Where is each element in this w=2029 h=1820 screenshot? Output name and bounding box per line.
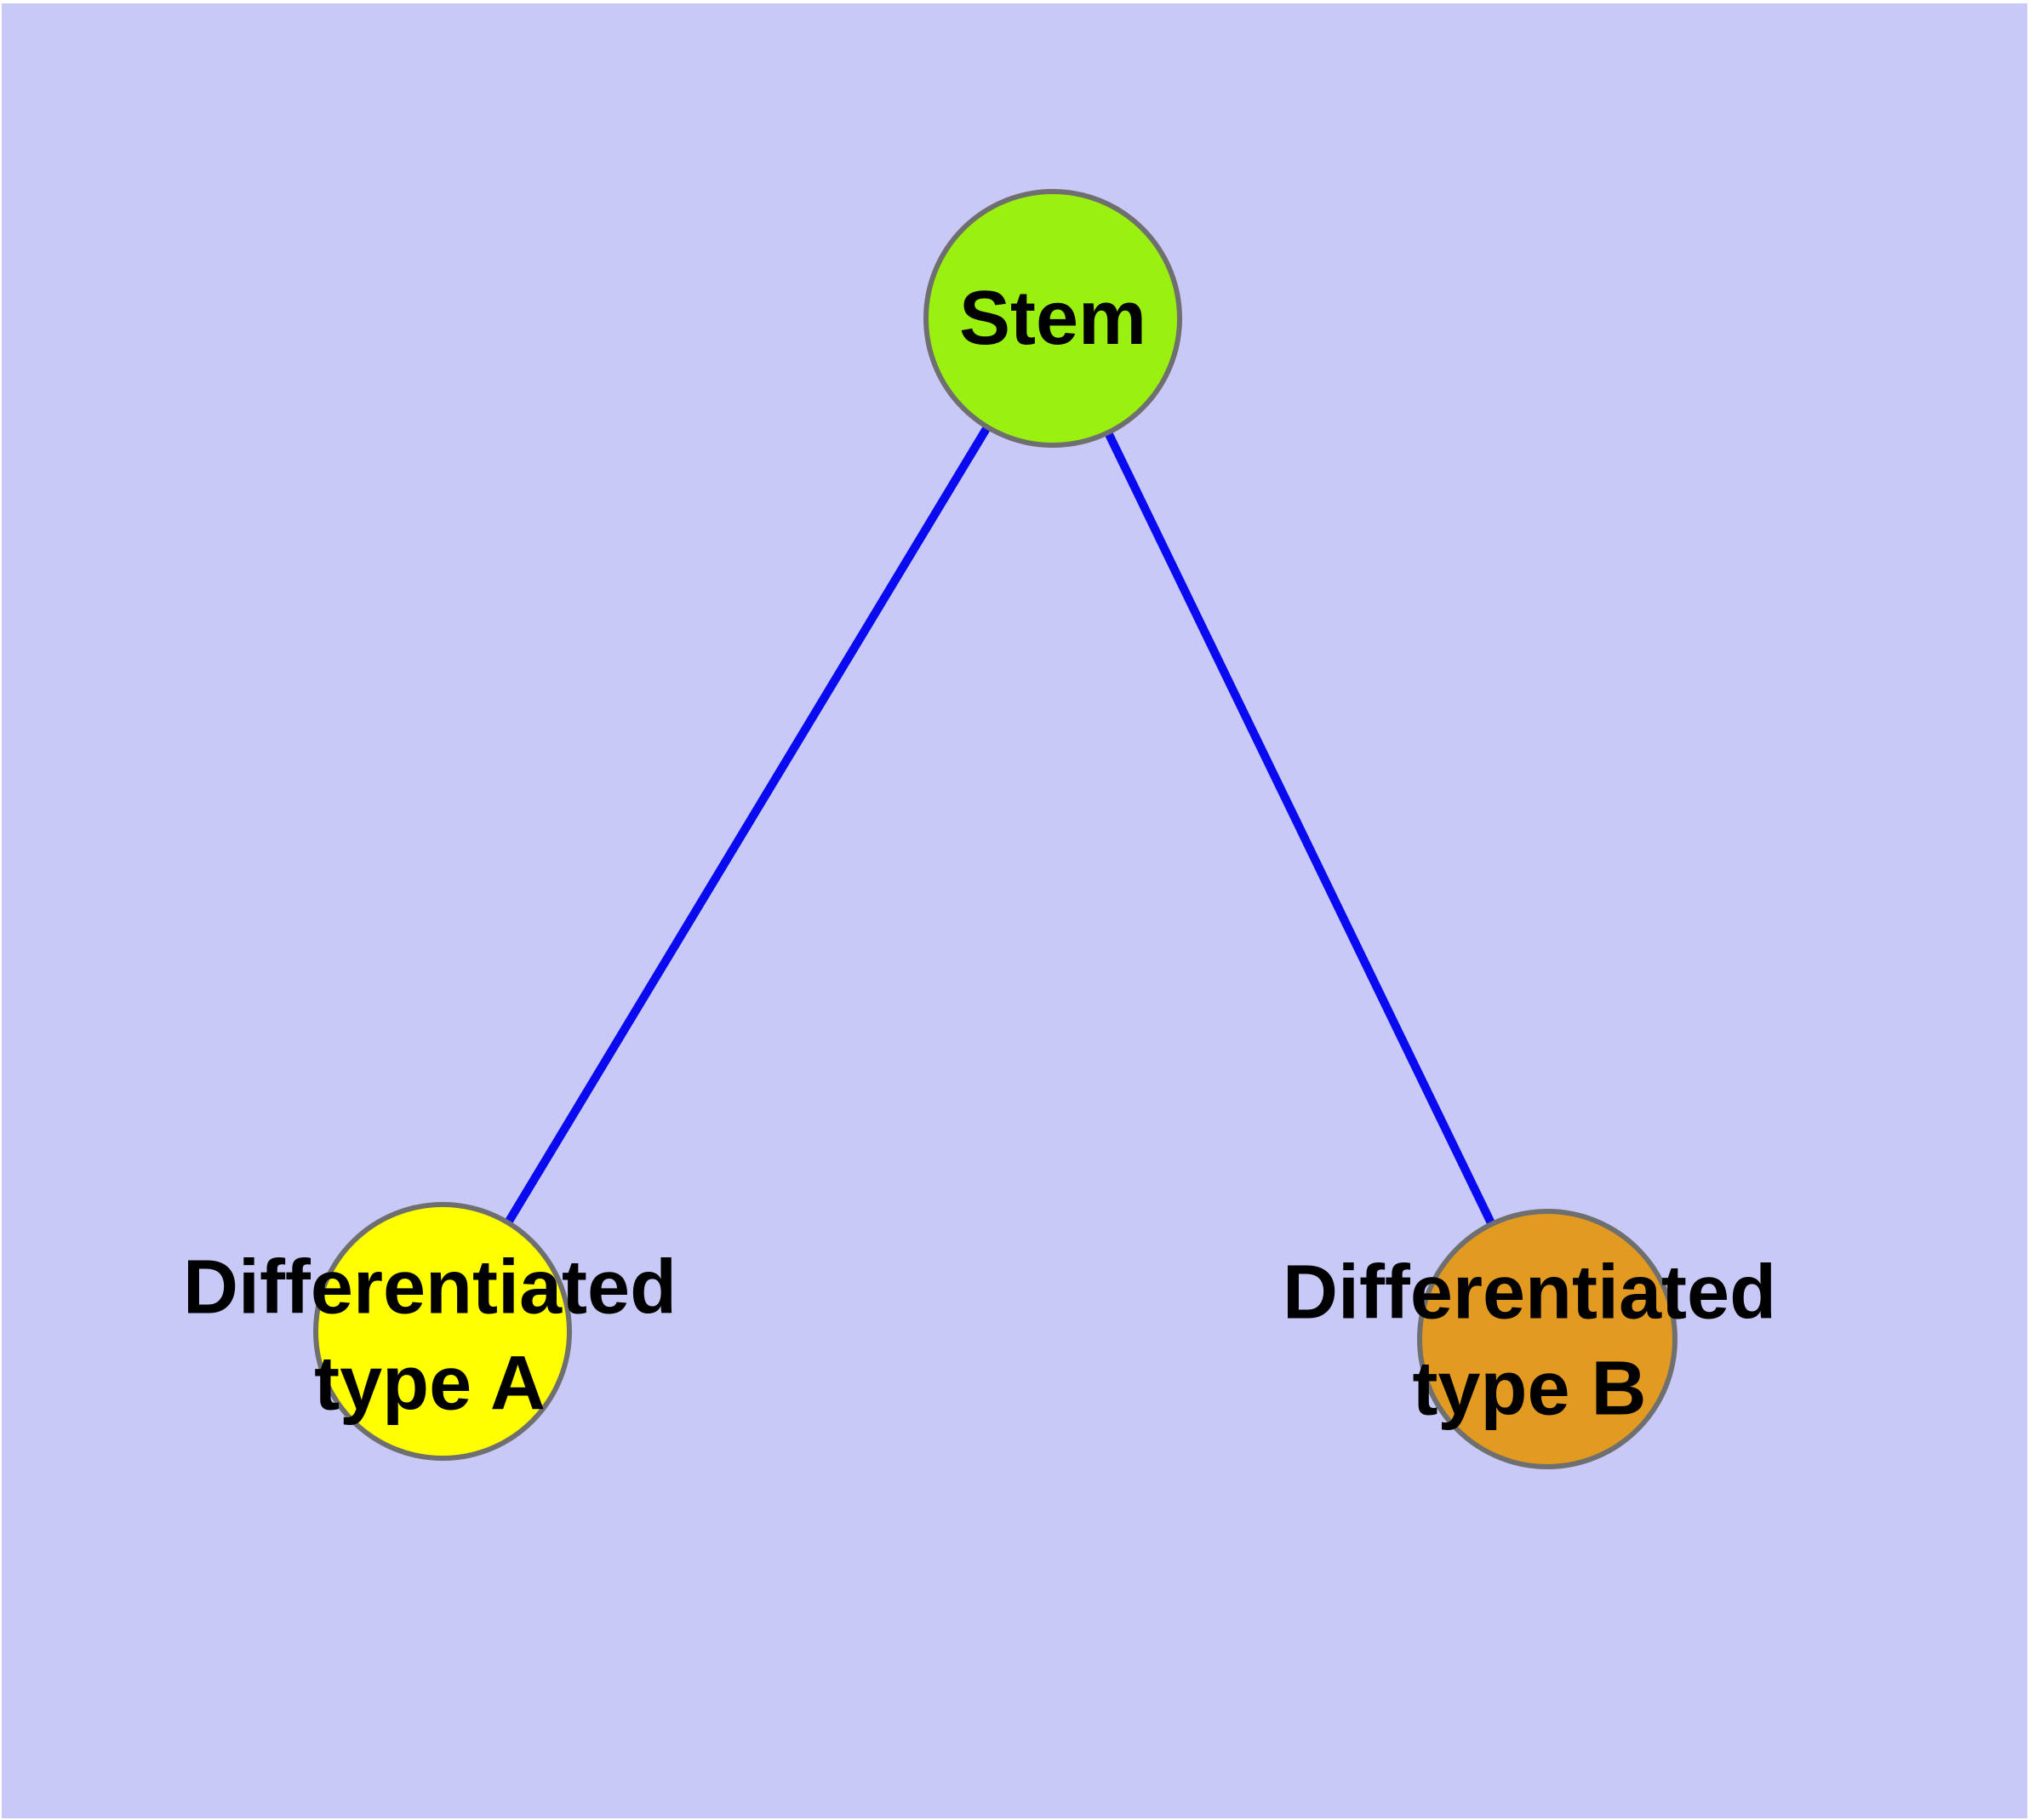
type-b-node-circle	[1417, 1209, 1677, 1469]
type-a-node-circle	[313, 1202, 572, 1461]
edge-stem-to-type-a	[438, 316, 1057, 1334]
stem-node-circle	[923, 189, 1182, 448]
edge-stem-to-type-b	[1049, 316, 1552, 1342]
type-b-node-label: Differentiated type B	[1282, 1250, 1777, 1432]
type-a-node-label: Differentiated type A	[182, 1245, 677, 1427]
stem-node-label: Stem	[958, 275, 1147, 361]
